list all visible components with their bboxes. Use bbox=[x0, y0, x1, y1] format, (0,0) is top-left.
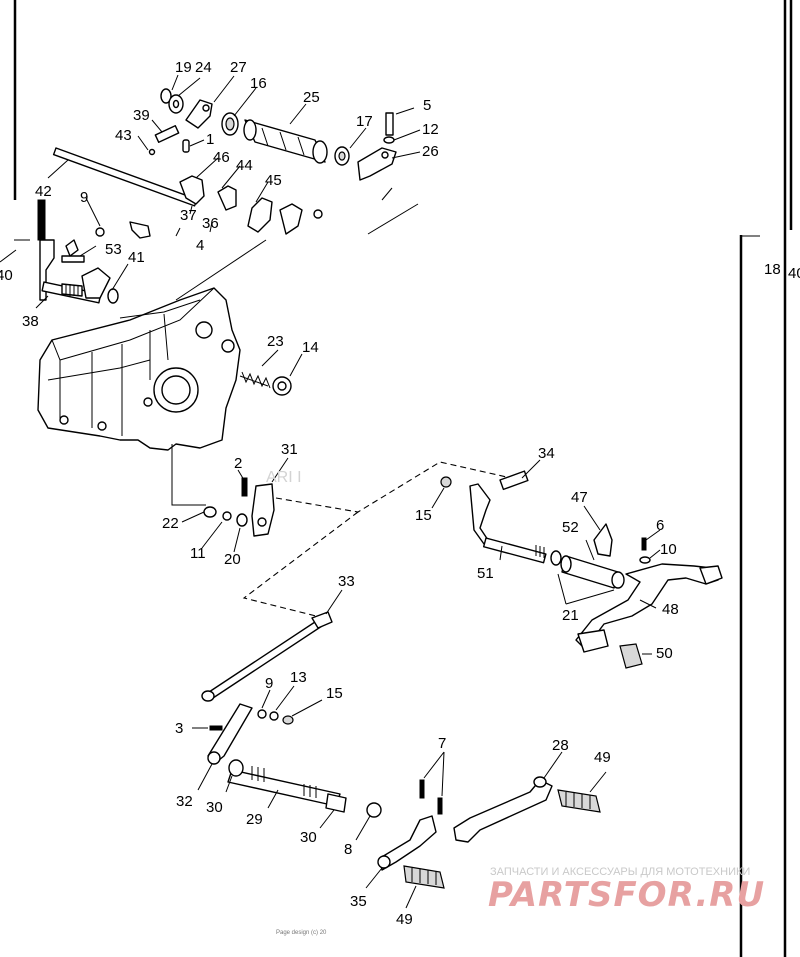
shift-drum-assembly bbox=[47, 74, 421, 237]
callout-46: 46 bbox=[213, 149, 230, 166]
callout-9-top: 9 bbox=[80, 189, 88, 206]
callout-23: 23 bbox=[267, 333, 284, 350]
callout-14: 14 bbox=[302, 339, 319, 356]
callout-3: 3 bbox=[175, 720, 183, 737]
callout-20: 20 bbox=[224, 551, 241, 568]
linkage-assembly bbox=[192, 589, 607, 909]
callout-10: 10 bbox=[660, 541, 677, 558]
callout-27: 27 bbox=[230, 59, 247, 76]
callout-32: 32 bbox=[176, 793, 193, 810]
callout-13: 13 bbox=[290, 669, 307, 686]
callout-11: 11 bbox=[190, 545, 206, 562]
callout-7: 7 bbox=[438, 735, 446, 752]
callout-30-left: 30 bbox=[206, 799, 223, 816]
callout-18: 18 bbox=[764, 261, 781, 278]
callout-4: 4 bbox=[196, 237, 204, 254]
diagram-frame bbox=[13, 0, 793, 957]
watermark-logo: PARTSFOR.RU bbox=[488, 875, 765, 915]
callout-50: 50 bbox=[656, 645, 673, 662]
callout-28: 28 bbox=[552, 737, 569, 754]
callout-49-right: 49 bbox=[594, 749, 611, 766]
crankcase bbox=[37, 239, 303, 506]
callout-labels: 19 24 27 16 25 5 17 12 26 39 43 1 46 44 … bbox=[0, 59, 800, 928]
callout-33: 33 bbox=[338, 573, 355, 590]
callout-45: 45 bbox=[265, 172, 282, 189]
callout-39: 39 bbox=[133, 107, 150, 124]
callout-29: 29 bbox=[246, 811, 263, 828]
footer-note: Page design (c) 20 bbox=[276, 930, 327, 936]
callout-15-upper: 15 bbox=[415, 507, 432, 524]
callout-5: 5 bbox=[423, 97, 431, 114]
callout-2: 2 bbox=[234, 455, 242, 472]
callout-17: 17 bbox=[356, 113, 373, 130]
watermark-subtitle: ЗАПЧАСТИ И АКСЕССУАРЫ ДЛЯ МОТОТЕХНИКИ bbox=[490, 866, 750, 878]
pedal-assembly bbox=[431, 459, 723, 669]
callout-8: 8 bbox=[344, 841, 352, 858]
callout-30-right: 30 bbox=[300, 829, 317, 846]
ghost-label: ARI I bbox=[266, 469, 302, 486]
callout-35: 35 bbox=[350, 893, 367, 910]
callout-36: 36 bbox=[202, 215, 219, 232]
callout-6: 6 bbox=[656, 517, 664, 534]
callout-53: 53 bbox=[105, 241, 122, 258]
callout-47: 47 bbox=[571, 489, 588, 506]
callout-22: 22 bbox=[162, 515, 179, 532]
callout-43: 43 bbox=[115, 127, 132, 144]
callout-34: 34 bbox=[538, 445, 555, 462]
callout-52: 52 bbox=[562, 519, 579, 536]
callout-16: 16 bbox=[250, 75, 267, 92]
callout-21: 21 bbox=[562, 607, 579, 624]
callout-1: 1 bbox=[206, 131, 214, 148]
callout-24: 24 bbox=[195, 59, 212, 76]
callout-15-lower: 15 bbox=[326, 685, 343, 702]
callout-37: 37 bbox=[180, 207, 197, 224]
shift-lever-hardware bbox=[181, 457, 289, 553]
callout-38: 38 bbox=[22, 313, 39, 330]
callout-26: 26 bbox=[422, 143, 439, 160]
callout-31: 31 bbox=[281, 441, 298, 458]
shift-shaft-assembly bbox=[0, 197, 151, 309]
callout-19: 19 bbox=[175, 59, 192, 76]
callout-25: 25 bbox=[303, 89, 320, 106]
callout-12: 12 bbox=[422, 121, 439, 138]
callout-9-lower: 9 bbox=[265, 675, 273, 692]
callout-42: 42 bbox=[35, 183, 52, 200]
callout-44: 44 bbox=[236, 157, 253, 174]
callout-40-left: 40 bbox=[0, 267, 13, 284]
callout-51: 51 bbox=[477, 565, 494, 582]
callout-48: 48 bbox=[662, 601, 679, 618]
callout-41: 41 bbox=[128, 249, 145, 266]
reference-lines bbox=[242, 461, 521, 617]
callout-40-right: 40 bbox=[788, 265, 800, 282]
callout-49-bottom: 49 bbox=[396, 911, 413, 928]
